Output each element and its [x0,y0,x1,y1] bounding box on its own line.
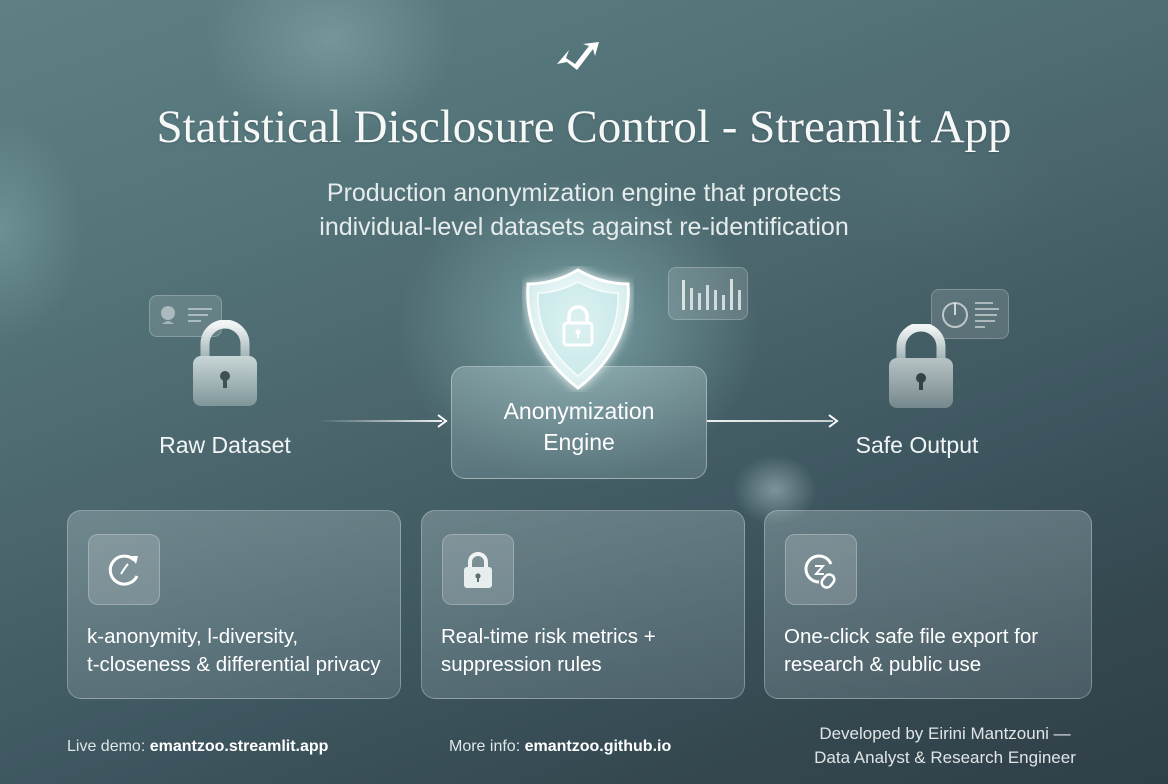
page-subtitle: Production anonymization engine that pro… [0,176,1168,244]
engine-label-line-1: Anonymization [503,397,655,424]
more-info-label: More info: [449,738,525,755]
feature-text-line-2: suppression rules [441,653,602,676]
id-card-icon [149,295,222,337]
shield-lock-icon [522,266,634,392]
feature-card-privacy-models: k-anonymity, l-diversity, t-closeness & … [67,510,401,699]
raw-dataset-label: Raw Dataset [159,432,291,458]
live-demo-footer: Live demo: emantzoo.streamlit.app [67,738,328,756]
safe-output-padlock-icon [889,322,953,410]
subtitle-line-1: Production anonymization engine that pro… [326,179,842,207]
more-info-footer: More info: emantzoo.github.io [449,738,671,756]
arrow-engine-to-safe [707,420,833,422]
refresh-dial-icon [88,534,160,605]
arrow-raw-to-engine [316,420,442,422]
bar-chart-icon [668,267,748,320]
feature-text-line-1: Real-time risk metrics + [441,625,656,648]
credit-line-2: Data Analyst & Research Engineer [814,748,1076,767]
feature-text-line-1: k-anonymity, l-diversity, [87,625,299,648]
raw-dataset-padlock-icon [193,319,257,408]
live-demo-link[interactable]: emantzoo.streamlit.app [149,738,329,755]
safe-output-label: Safe Output [855,432,979,458]
feature-card-safe-export: One-click safe file export for research … [764,510,1092,699]
engine-label-line-2: Engine [543,428,615,455]
feature-card-risk-metrics: Real-time risk metrics + suppression rul… [421,510,745,699]
arrow-head-icon [827,414,839,428]
feature-text-line-2: research & public use [784,653,982,676]
export-link-icon [785,534,857,605]
subtitle-line-2: individual-level datasets against re-ide… [319,213,849,241]
trend-arrow-logo-icon [555,34,611,74]
live-demo-label: Live demo: [67,738,150,755]
more-info-link[interactable]: emantzoo.github.io [524,738,672,755]
feature-text-line-2: t-closeness & differential privacy [87,653,381,676]
feature-text-line-1: One-click safe file export for [784,625,1039,648]
arrow-head-icon [436,414,448,428]
page-title: Statistical Disclosure Control - Streaml… [156,101,1012,153]
author-credit: Developed by Eirini Mantzouni — Data Ana… [770,722,1120,770]
credit-line-1: Developed by Eirini Mantzouni — [819,724,1071,743]
gauge-report-icon [931,289,1009,339]
padlock-icon [442,534,514,605]
